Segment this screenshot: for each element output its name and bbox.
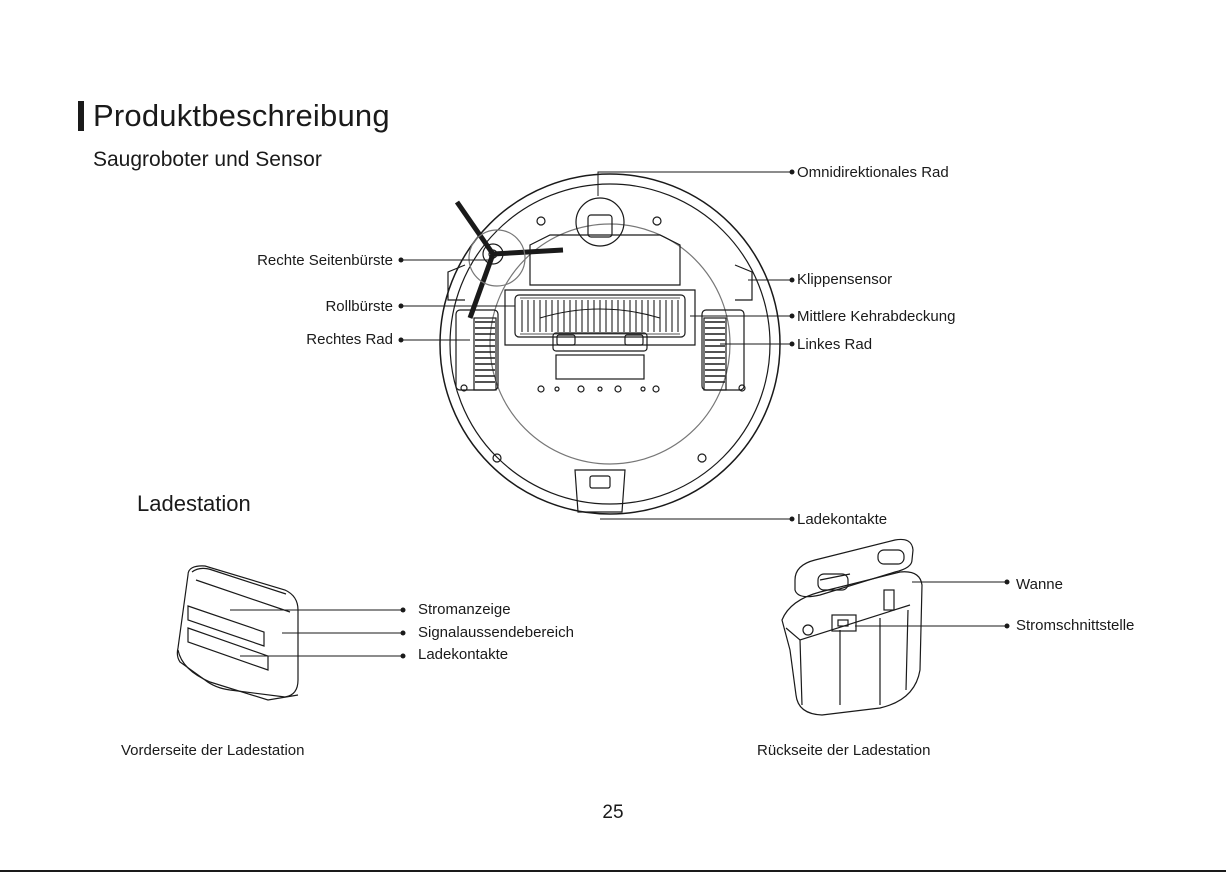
label-tray: Wanne: [1016, 576, 1063, 593]
omni-wheel-part: [575, 197, 625, 247]
label-roller-brush: Rollbürste: [325, 298, 393, 315]
label-power-port: Stromschnittstelle: [1016, 617, 1135, 634]
cliff-sensor-part: [734, 264, 753, 301]
side-brush-part: [454, 200, 564, 319]
caption-station-back: Rückseite der Ladestation: [757, 742, 931, 759]
charging-station-front-illustration: [176, 565, 299, 701]
page-subtitle: Saugroboter und Sensor: [93, 148, 322, 171]
page-title: Produktbeschreibung: [93, 98, 390, 133]
roller-brush-part: [504, 289, 696, 346]
label-power-indicator: Stromanzeige: [418, 601, 511, 618]
page-number: 25: [602, 802, 624, 823]
label-left-wheel: Linkes Rad: [797, 336, 873, 353]
robot-charging-contacts-part: [574, 469, 626, 513]
label-cliff-sensor: Klippensensor: [797, 271, 893, 288]
label-right-wheel: Rechtes Rad: [306, 331, 393, 348]
charging-station-back-illustration: [781, 538, 923, 716]
section-title-charging-station: Ladestation: [137, 491, 251, 516]
label-robot-charging-contacts: Ladekontakte: [797, 511, 888, 528]
label-omnidirectional-wheel: Omnidirektionales Rad: [797, 164, 949, 181]
right-wheel-part: [455, 309, 499, 391]
label-station-charging-contacts: Ladekontakte: [418, 646, 509, 663]
label-middle-sweep-cover: Mittlere Kehrabdeckung: [797, 308, 956, 325]
left-wheel-part: [701, 309, 745, 391]
label-right-side-brush: Rechte Seitenbürste: [257, 252, 393, 269]
caption-station-front: Vorderseite der Ladestation: [121, 742, 305, 759]
footer-rule: [0, 870, 1226, 872]
label-signal-emitting-area: Signalaussendebereich: [418, 624, 574, 641]
title-accent-bar: [78, 101, 84, 131]
